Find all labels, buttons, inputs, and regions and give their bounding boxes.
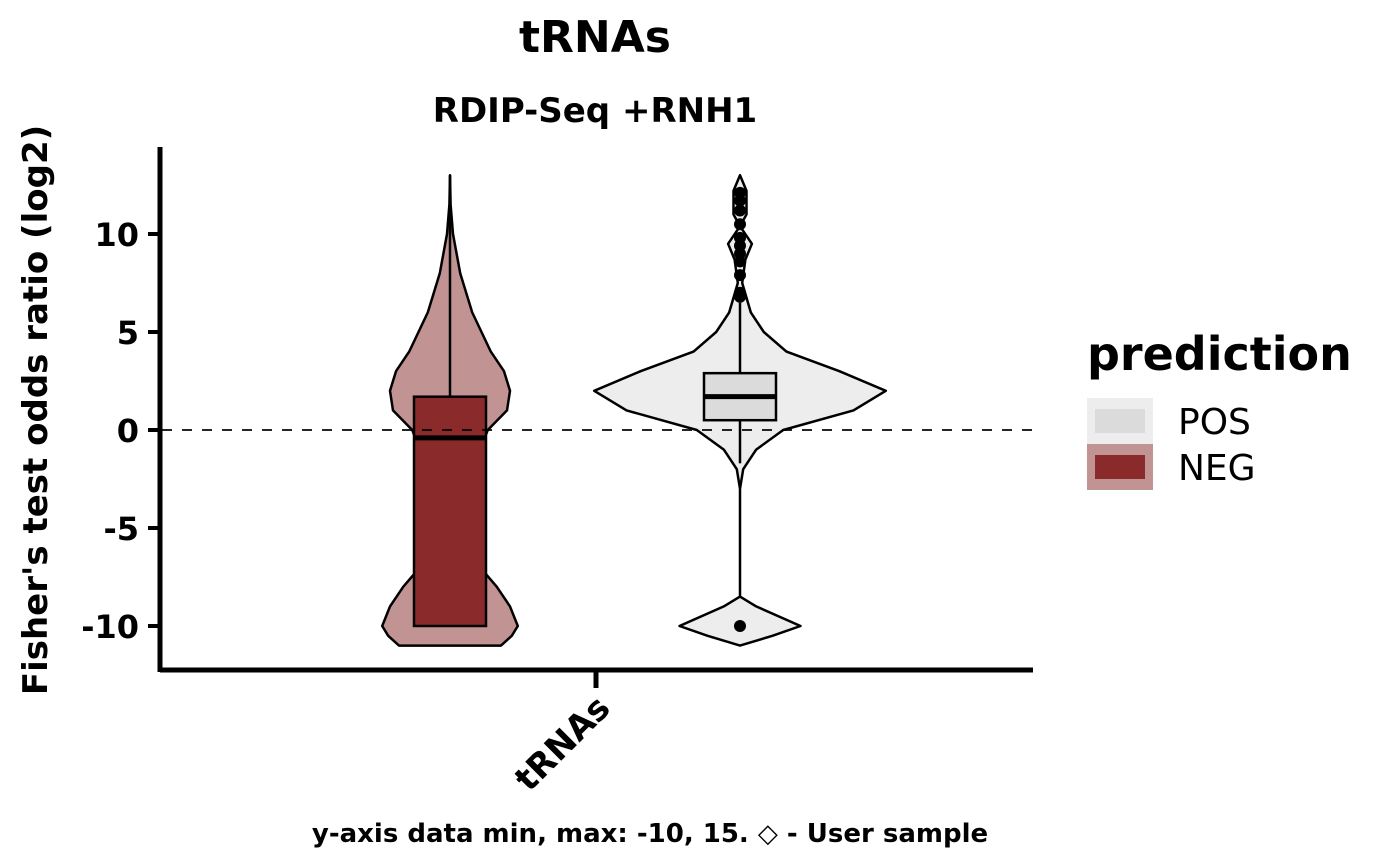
y-tick-label: 0 — [117, 412, 139, 450]
legend-key-neg — [1095, 455, 1145, 479]
box-neg — [412, 395, 488, 628]
outlier-point — [734, 269, 746, 282]
legend-label-neg: NEG — [1178, 448, 1256, 489]
legend-title: prediction — [1087, 327, 1352, 381]
footer-note: y-axis data min, max: -10, 15. ◇ - User … — [312, 819, 988, 849]
y-axis-label: Fisher's test odds ratio (log2) — [16, 125, 56, 695]
legend: prediction POS NEG — [1087, 327, 1352, 490]
outlier-point — [734, 620, 746, 632]
chart-subtitle: RDIP-Seq +RNH1 — [433, 91, 757, 131]
plot-area — [162, 173, 1033, 647]
y-tick-label: -5 — [103, 510, 139, 548]
outlier-point — [734, 194, 746, 207]
legend-label-pos: POS — [1178, 402, 1251, 443]
chart-title: tRNAs — [519, 12, 671, 63]
outlier-point — [734, 290, 746, 303]
legend-key-pos — [1095, 409, 1145, 433]
y-tick-label: 10 — [94, 216, 139, 254]
y-tick-label: 5 — [117, 314, 139, 352]
x-tick-label: tRNAs — [507, 688, 618, 799]
y-tick-label: -10 — [81, 608, 139, 646]
outlier-point — [734, 218, 746, 231]
outlier-point — [734, 204, 746, 217]
outlier-point — [734, 255, 746, 268]
